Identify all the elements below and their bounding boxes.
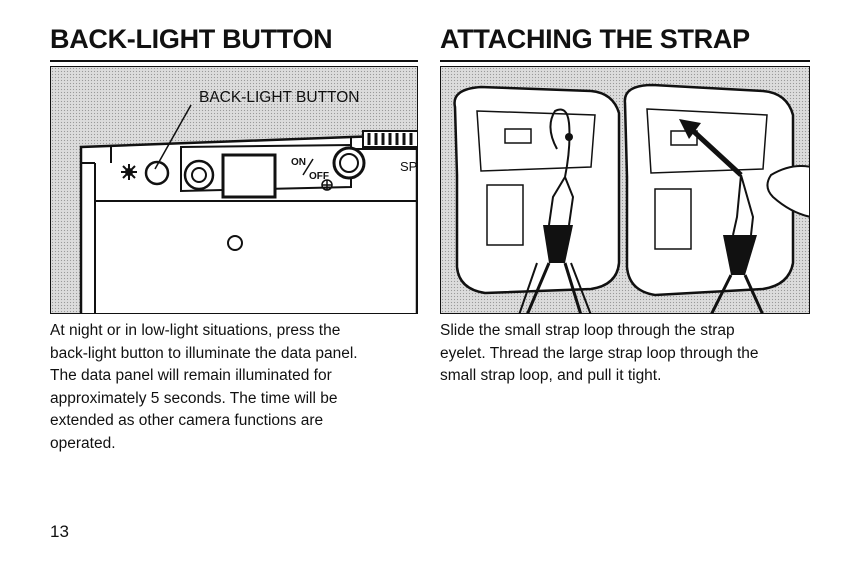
backlight-button (144, 160, 170, 186)
strap-figure (440, 66, 810, 314)
body-line: The data panel will remain illuminated f… (50, 367, 332, 384)
body-line: operated. (50, 434, 116, 452)
camera-step-1 (453, 85, 621, 313)
body-line: approximately 5 seconds. The time will b… (50, 389, 338, 407)
mode-dial (362, 130, 417, 148)
camera-top-illustration: ON OFF (79, 104, 417, 313)
main-switch (332, 146, 366, 180)
body-line: Slide the small strap loop through the s… (440, 322, 735, 339)
strap-body: Slide the small strap loop through the s… (440, 320, 810, 388)
body-line: extended as other camera functions are (50, 412, 324, 429)
heading-rule (440, 60, 810, 62)
backlight-callout: BACK-LIGHT BUTTON (199, 89, 360, 106)
strap-illustration (453, 83, 809, 313)
backlight-body: At night or in low-light situations, pre… (50, 320, 418, 455)
backlight-sun-icon (121, 164, 137, 180)
body-line: eyelet. Thread the large strap loop thro… (440, 344, 759, 362)
camera-step-2 (623, 83, 809, 313)
backlight-figure: ON OFF BACK-LIGHT BUTTON SP (50, 66, 418, 314)
body-line: At night or in low-light situations, pre… (50, 322, 341, 339)
dial-label: SP (400, 159, 418, 174)
page-number: 13 (50, 522, 69, 541)
data-panel-window (221, 153, 277, 199)
up-arrow-icon (679, 119, 743, 177)
strap-heading: ATTACHING THE STRAP (440, 24, 750, 54)
svg-text:OFF: OFF (309, 171, 329, 182)
body-line: back-light button to illuminate the data… (50, 344, 358, 362)
heading-rule (50, 60, 418, 62)
on-off-switch-icon: ON OFF (291, 157, 329, 182)
svg-text:ON: ON (291, 157, 306, 168)
body-line: small strap loop, and pull it tight. (440, 367, 662, 384)
backlight-heading: BACK-LIGHT BUTTON (50, 24, 333, 54)
